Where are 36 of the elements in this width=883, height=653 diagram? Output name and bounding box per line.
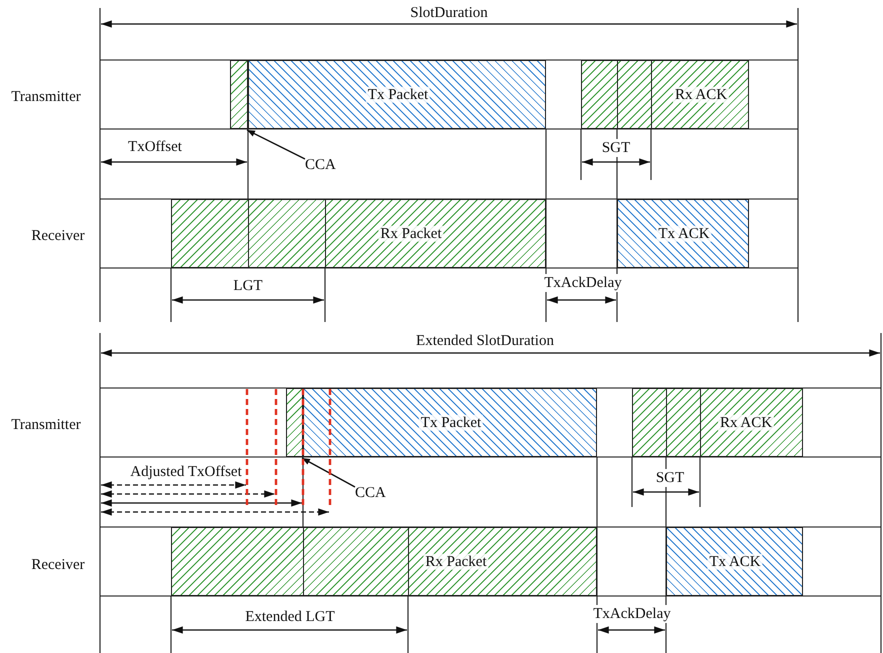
dimension-label: SGT — [600, 139, 632, 157]
dimension-label: SlotDuration — [409, 4, 489, 22]
cca-slot — [286, 388, 303, 457]
dimension-label: SGT — [654, 469, 686, 487]
slot-label: Tx ACK — [707, 553, 763, 570]
dimension-label: Receiver — [30, 556, 86, 574]
leader-line — [302, 457, 356, 488]
slot-label: Rx ACK — [672, 86, 730, 103]
callout-text: CCA — [355, 484, 386, 502]
transmit-slot — [248, 60, 546, 129]
dimension-label: Transmitter — [10, 416, 82, 434]
receive-slot — [171, 199, 546, 268]
slot-label: Rx ACK — [718, 414, 774, 431]
dimension-label: TxOffset — [127, 138, 183, 156]
slot-label: Rx Packet — [378, 225, 444, 242]
dimension-label: Extended SlotDuration — [415, 332, 555, 350]
dimension-label: TxAckDelay — [592, 605, 672, 623]
dimension-label: Extended LGT — [244, 608, 336, 626]
dimension-label: LGT — [232, 277, 264, 295]
slot-label: Tx ACK — [656, 225, 712, 242]
dimension-label: TxAckDelay — [543, 274, 623, 292]
transmit-slot — [617, 199, 749, 268]
receive-slot — [632, 388, 803, 457]
receive-slot — [171, 527, 597, 596]
leader-line — [246, 129, 306, 160]
dimension-label: Adjusted TxOffset — [129, 463, 243, 481]
dimension-label: Transmitter — [10, 88, 82, 106]
receive-slot — [581, 60, 749, 129]
slot-label: Tx Packet — [418, 414, 484, 431]
transmit-slot — [666, 527, 803, 596]
slot-label: Rx Packet — [423, 553, 489, 570]
transmit-slot — [303, 388, 597, 457]
callout-text: CCA — [305, 156, 336, 174]
slot-label: Tx Packet — [366, 86, 430, 103]
dimension-label: Receiver — [30, 227, 86, 245]
cca-slot — [230, 60, 248, 129]
